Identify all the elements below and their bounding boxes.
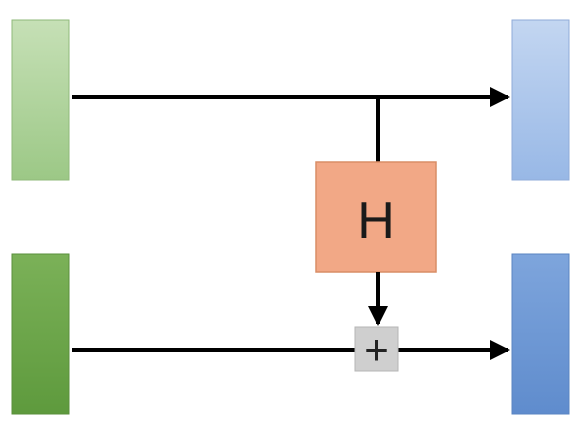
input-block-bottom [11,253,70,415]
operator-label: H [357,192,395,250]
adder-box [354,326,399,372]
input-block-top [11,19,70,181]
output-block-bottom [511,253,570,415]
output-block-top [511,19,570,181]
operator-box [315,161,437,273]
adder-label: + [364,326,389,373]
